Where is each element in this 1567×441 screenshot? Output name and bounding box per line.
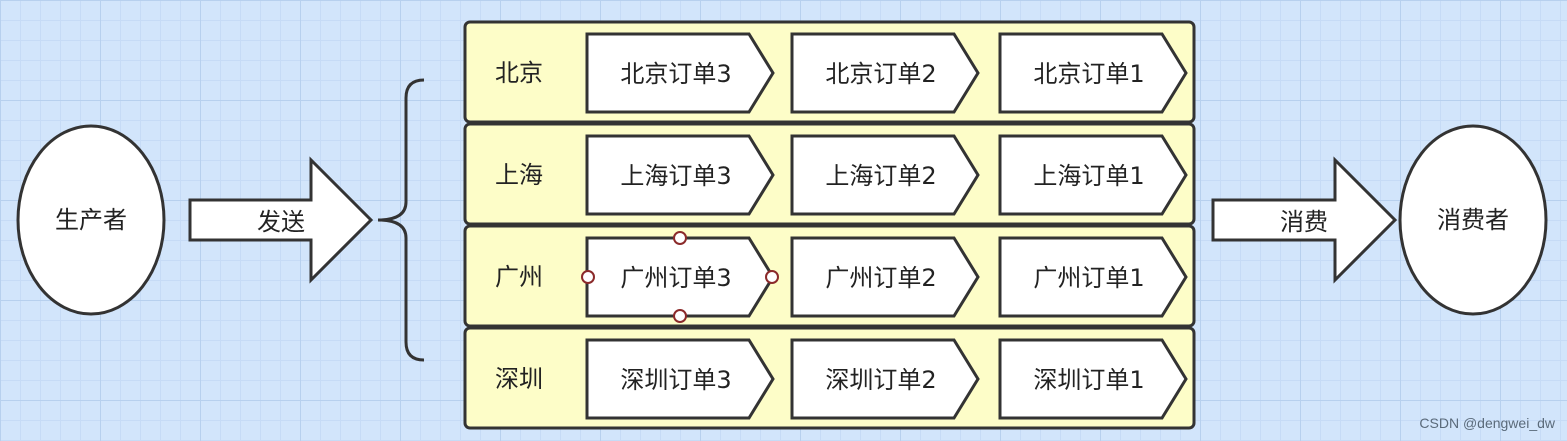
queue-row[interactable]: 北京 北京订单3 北京订单2 北京订单1 (463, 20, 1196, 124)
consume-arrow-shape (1211, 156, 1398, 284)
producer-node[interactable]: 生产者 (16, 124, 166, 316)
watermark: CSDN @dengwei_dw (1419, 415, 1555, 431)
queue-rows: 北京 北京订单3 北京订单2 北京订单1 上海 上海订单3 上海订单2 上海订单1 广州 广州订单… (463, 20, 1196, 430)
queue-name-label: 广州 (495, 263, 543, 291)
queue-row[interactable]: 深圳 深圳订单3 深圳订单2 深圳订单1 (463, 326, 1196, 430)
order-label: 深圳订单2 (825, 366, 936, 394)
order-chevron-shape (790, 134, 980, 216)
order-chevron-shape (998, 236, 1188, 318)
queue-group-brace (377, 78, 425, 362)
order-item[interactable]: 广州订单3 (585, 236, 775, 318)
order-label: 北京订单1 (1033, 60, 1144, 88)
queue-name-label: 深圳 (495, 365, 543, 393)
order-chevron-shape (998, 134, 1188, 216)
order-chevron-shape (585, 338, 775, 420)
order-label: 广州订单2 (825, 264, 936, 292)
order-chevron-shape (585, 134, 775, 216)
order-chevron-shape (998, 32, 1188, 114)
selection-handles (581, 231, 779, 323)
order-label: 深圳订单1 (1033, 366, 1144, 394)
order-chevron-shape (585, 236, 775, 318)
order-chevron-shape (998, 338, 1188, 420)
queue-name-label: 北京 (495, 59, 543, 87)
order-item[interactable]: 北京订单1 (998, 32, 1188, 114)
selection-handle-right[interactable] (765, 270, 779, 284)
order-item[interactable]: 上海订单1 (998, 134, 1188, 216)
selection-handle-left[interactable] (581, 270, 595, 284)
consumer-ellipse (1398, 124, 1548, 316)
order-item[interactable]: 北京订单2 (790, 32, 980, 114)
order-chevron-shape (790, 32, 980, 114)
order-label: 上海订单1 (1033, 162, 1144, 190)
consume-arrow[interactable]: 消费 (1211, 156, 1398, 284)
order-label: 上海订单2 (825, 162, 936, 190)
order-item[interactable]: 深圳订单2 (790, 338, 980, 420)
order-item[interactable]: 北京订单3 (585, 32, 775, 114)
selection-handle-bottom[interactable] (673, 309, 687, 323)
selection-handle-top[interactable] (673, 231, 687, 245)
send-arrow[interactable]: 发送 (188, 156, 374, 284)
order-label: 深圳订单3 (620, 366, 731, 394)
order-chevron-shape (790, 236, 980, 318)
send-arrow-label: 发送 (257, 208, 305, 236)
queue-row[interactable]: 广州 广州订单3 广州订单2 广州订单1 (463, 224, 1196, 328)
producer-ellipse (16, 124, 166, 316)
consumer-label: 消费者 (1437, 206, 1509, 234)
order-label: 广州订单3 (620, 264, 731, 292)
order-chevron-shape (790, 338, 980, 420)
queue-name-label: 上海 (495, 161, 543, 189)
order-item[interactable]: 深圳订单1 (998, 338, 1188, 420)
order-item[interactable]: 深圳订单3 (585, 338, 775, 420)
order-item[interactable]: 上海订单3 (585, 134, 775, 216)
consume-arrow-label: 消费 (1280, 208, 1328, 236)
order-label: 北京订单2 (825, 60, 936, 88)
order-item[interactable]: 广州订单1 (998, 236, 1188, 318)
order-item[interactable]: 广州订单2 (790, 236, 980, 318)
queue-row[interactable]: 上海 上海订单3 上海订单2 上海订单1 (463, 122, 1196, 226)
send-arrow-shape (188, 156, 374, 284)
order-label: 北京订单3 (620, 60, 731, 88)
order-label: 上海订单3 (620, 162, 731, 190)
producer-label: 生产者 (55, 206, 127, 234)
consumer-node[interactable]: 消费者 (1398, 124, 1548, 316)
order-item[interactable]: 上海订单2 (790, 134, 980, 216)
order-chevron-shape (585, 32, 775, 114)
order-label: 广州订单1 (1033, 264, 1144, 292)
